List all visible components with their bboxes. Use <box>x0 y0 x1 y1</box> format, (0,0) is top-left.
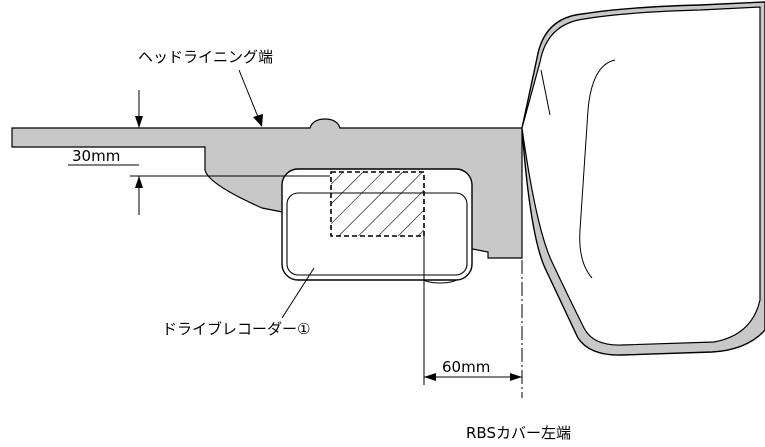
dim-60-label: 60mm <box>442 358 490 376</box>
dim-30-upper-arrowhead <box>135 116 143 128</box>
headlining-edge-leader <box>238 69 259 118</box>
rbs-cover-highlight <box>540 69 551 116</box>
recorder-leader <box>281 267 315 319</box>
dim-60-right-arrowhead <box>510 373 522 381</box>
headlining-edge-arrowhead <box>253 114 263 127</box>
headlining-edge-label: ヘッドライニング端 <box>138 48 273 66</box>
rbs-cover-inner <box>521 6 761 346</box>
recorder-label: ドライブレコーダー① <box>162 320 310 338</box>
rbs-cover-contour <box>579 59 616 279</box>
dim-30-lower-arrowhead <box>135 176 143 188</box>
rbs-edge-label: RBSカバー左端 <box>466 424 571 442</box>
dim-60-left-arrowhead <box>424 373 436 381</box>
dim-30-label: 30mm <box>72 147 120 165</box>
camera-area-hatched <box>330 171 425 237</box>
